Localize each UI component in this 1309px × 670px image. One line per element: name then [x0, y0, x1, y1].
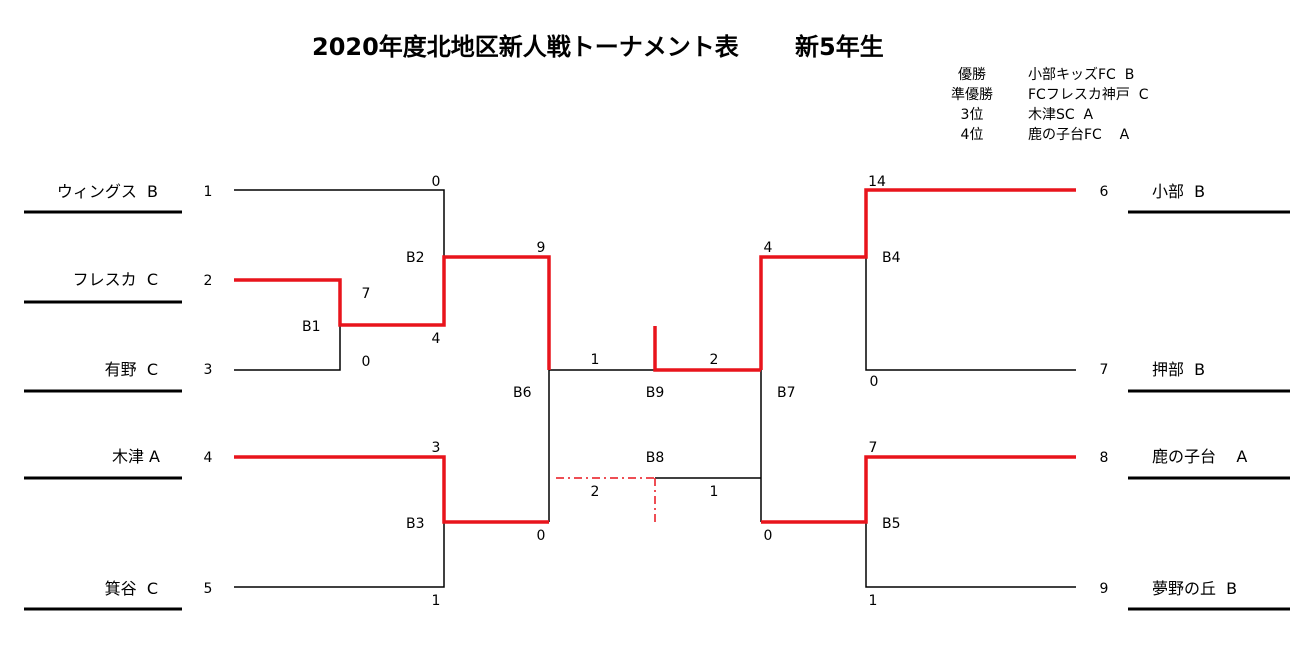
team-name: 木津 A [112, 447, 160, 466]
match-label-b5: B5 [882, 516, 901, 532]
result-rank-2: 準優勝 [951, 87, 993, 103]
seed-number: 8 [1100, 450, 1109, 466]
seed-number: 2 [204, 273, 213, 289]
match-label-b2: B2 [406, 250, 425, 266]
result-team-2: FCフレスカ神戸 C [1028, 87, 1149, 103]
score: 0 [870, 374, 879, 390]
match-scores: 7 0 0 4 3 1 14 0 7 1 9 0 4 0 2 1 1 2 [362, 174, 886, 609]
score: 9 [537, 240, 546, 256]
winner-path [759, 188, 1076, 370]
match-label-b9: B9 [646, 385, 665, 401]
score: 7 [362, 286, 371, 302]
score: 4 [432, 331, 441, 347]
seed-number: 7 [1100, 362, 1109, 378]
team-name: 押部 B [1152, 360, 1205, 379]
bracket-lines-black [234, 189, 1076, 588]
score: 7 [869, 440, 878, 456]
score: 1 [432, 593, 441, 609]
result-team-4: 鹿の子台FC A [1028, 126, 1130, 143]
match-label-b8: B8 [646, 450, 665, 466]
score: 1 [869, 593, 878, 609]
match-label-b4: B4 [882, 250, 901, 266]
result-team-1: 小部キッズFC B [1028, 67, 1134, 83]
bracket-line [234, 522, 445, 588]
team-name: フレスカ C [73, 270, 158, 289]
page-grade: 新5年生 [795, 33, 884, 61]
seed-number: 3 [204, 362, 213, 378]
score: 1 [591, 352, 600, 368]
team-name: 夢野の丘 B [1152, 579, 1237, 598]
match-label-b1: B1 [302, 319, 321, 335]
team-name: 有野 C [105, 360, 158, 379]
score: 0 [362, 354, 371, 370]
result-rank-4: 4位 [961, 127, 984, 143]
team-name: 鹿の子台 A [1152, 447, 1247, 466]
seed-number: 6 [1100, 184, 1109, 200]
team-name: 箕谷 C [105, 579, 158, 598]
bracket-line [865, 522, 1076, 588]
score: 0 [432, 174, 441, 190]
seed-number: 9 [1100, 581, 1109, 597]
result-rank-1: 優勝 [958, 67, 986, 83]
bracket-lines-red [234, 188, 1076, 524]
score: 4 [764, 240, 773, 256]
team-name: ウィングス B [57, 182, 158, 201]
result-team-3: 木津SC A [1028, 107, 1094, 123]
left-seeds: 1 2 3 4 5 [204, 184, 213, 597]
match-label-b6: B6 [513, 385, 532, 401]
score: 2 [591, 484, 600, 500]
match-label-b7: B7 [777, 385, 796, 401]
winner-path [234, 455, 549, 524]
bracket-line [865, 257, 1076, 371]
match-labels: B1 B2 B3 B4 B5 B6 B7 B8 B9 [302, 250, 901, 532]
bracket-line [234, 189, 445, 257]
bracket-line [234, 325, 341, 371]
winner-path [234, 255, 551, 370]
winner-path [761, 455, 1076, 524]
final-winner-path [653, 326, 761, 372]
right-teams: 小部 B 押部 B 鹿の子台 A 夢野の丘 B [1128, 182, 1290, 611]
third-place-path [556, 477, 656, 523]
left-teams: ウィングス B フレスカ C 有野 C 木津 A 箕谷 C [24, 182, 182, 611]
score: 0 [764, 528, 773, 544]
seed-number: 1 [204, 184, 213, 200]
score: 0 [537, 528, 546, 544]
seed-number: 4 [204, 450, 213, 466]
score: 2 [710, 352, 719, 368]
right-seeds: 6 7 8 9 [1100, 184, 1109, 597]
match-label-b3: B3 [406, 516, 425, 532]
score: 14 [868, 174, 886, 190]
team-name: 小部 B [1152, 182, 1205, 201]
seed-number: 5 [204, 581, 213, 597]
final-results: 優勝 小部キッズFC B 準優勝 FCフレスカ神戸 C 3位 木津SC A 4位… [951, 67, 1149, 143]
score: 1 [710, 484, 719, 500]
page-title: 2020年度北地区新人戦トーナメント表 [312, 33, 740, 61]
result-rank-3: 3位 [961, 107, 984, 123]
score: 3 [432, 440, 441, 456]
